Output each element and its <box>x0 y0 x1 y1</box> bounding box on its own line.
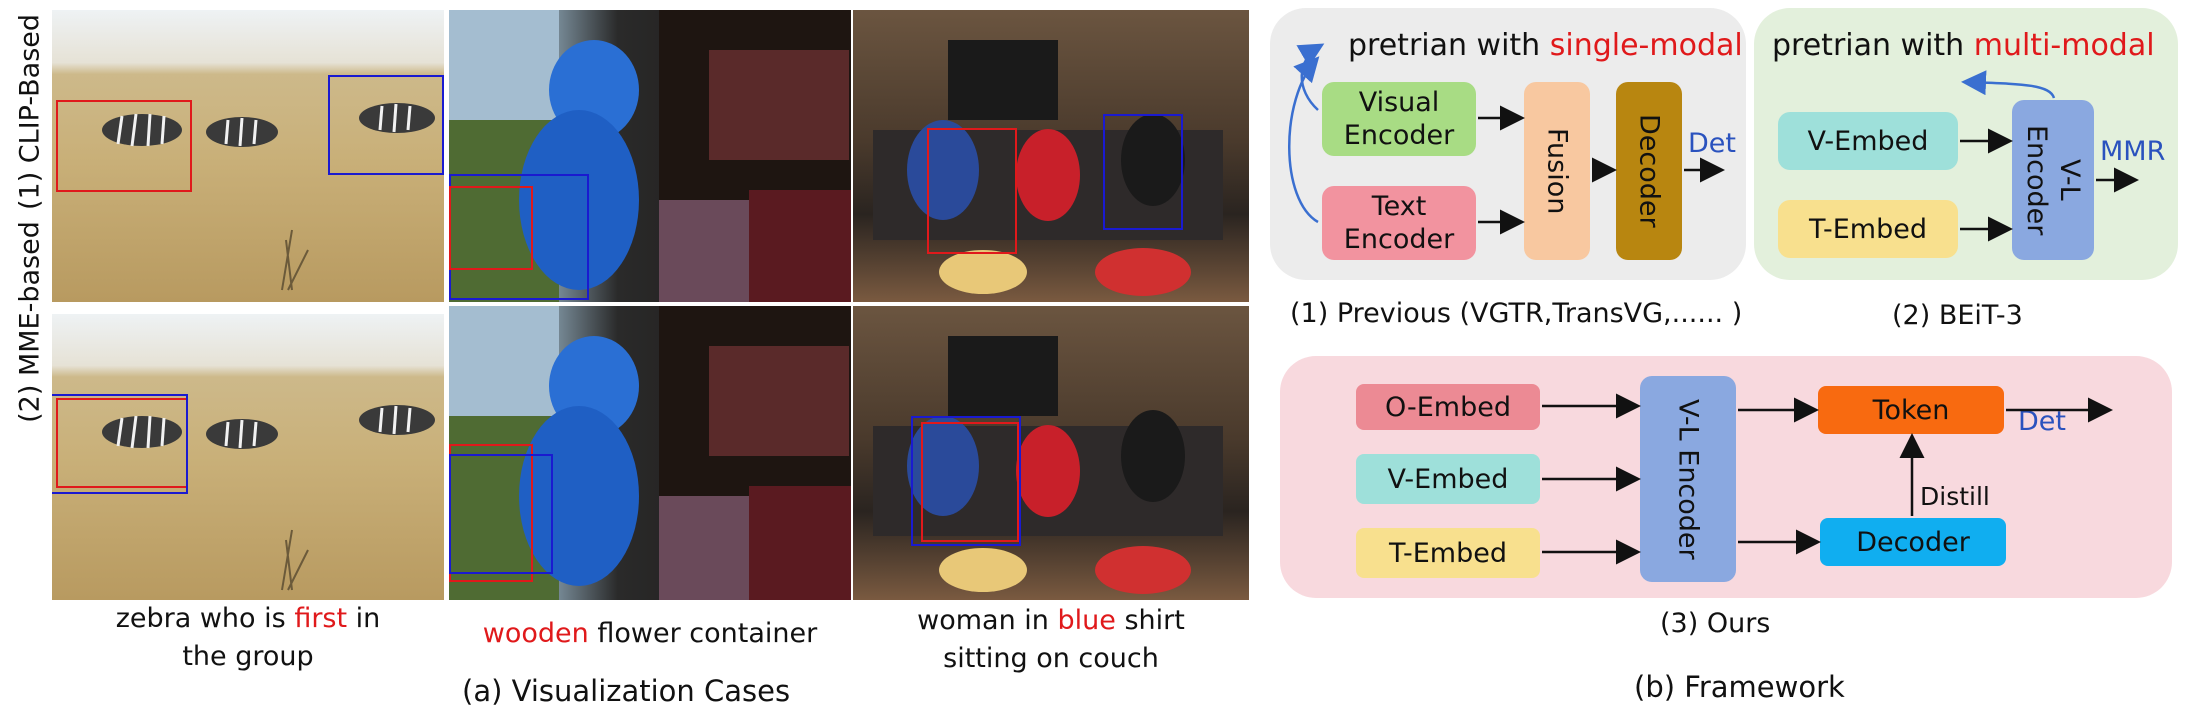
decoder-block: Decoder <box>1616 82 1682 260</box>
bbox-blue <box>52 394 188 494</box>
case-caption-woman: woman in blue shirt sitting on couch <box>917 605 1185 674</box>
bbox-blue <box>449 454 553 574</box>
couch-photo-clip <box>853 10 1249 302</box>
arrow-pretrain-text <box>1288 56 1320 224</box>
zebra-photo-clip <box>52 10 444 302</box>
ours-caption: (3) Ours <box>1660 608 1771 639</box>
teddy-photo-clip <box>449 10 851 302</box>
decoder-block: Decoder <box>1820 518 2006 566</box>
case-caption-wooden: wooden flower container <box>482 618 818 649</box>
bbox-red <box>449 186 533 270</box>
previous-title: pretrian with single-modal <box>1348 28 1743 63</box>
bbox-red <box>927 128 1017 254</box>
t-embed-block: T-Embed <box>1778 200 1958 258</box>
token-block: Token <box>1818 386 2004 434</box>
distill-label: Distill <box>1920 482 1990 511</box>
det-output-label: Det <box>1688 128 1736 159</box>
zebra-scene <box>102 103 435 291</box>
zebra-photo-mme <box>52 314 444 600</box>
arrow-pretrain-multimodal <box>1961 70 2056 99</box>
panel-b-caption: (b) Framework <box>1634 670 1845 704</box>
bbox-blue <box>911 416 1021 546</box>
t-embed-block: T-Embed <box>1356 528 1540 578</box>
couch-scene <box>873 336 1223 594</box>
teddy-scene <box>449 306 851 600</box>
previous-caption: (1) Previous (VGTR,TransVG,...... ) <box>1290 298 1743 329</box>
beit-title: pretrian with multi-modal <box>1772 28 2155 63</box>
mmr-output-label: MMR <box>2100 136 2166 167</box>
text-encoder-block: Text Encoder <box>1322 186 1476 260</box>
bbox-blue <box>1103 114 1183 230</box>
zebra-scene <box>102 405 435 591</box>
couch-photo-mme <box>853 306 1249 600</box>
bbox-blue <box>328 75 444 175</box>
teddy-photo-mme <box>449 306 851 600</box>
teddy-scene <box>449 10 851 302</box>
case-caption-zebra: zebra who is first in the group <box>115 603 381 672</box>
visual-encoder-block: Visual Encoder <box>1322 82 1476 156</box>
bbox-red <box>921 422 1019 542</box>
beit-caption: (2) BEiT-3 <box>1892 300 2023 331</box>
v-embed-block: V-Embed <box>1356 454 1540 504</box>
panel-a-caption: (a) Visualization Cases <box>462 674 791 708</box>
fusion-block: Fusion <box>1524 82 1590 260</box>
vl-encoder-block: V-L Encoder <box>2012 100 2094 260</box>
vl-encoder-block: V-L Encoder <box>1640 376 1736 582</box>
bbox-red <box>56 100 192 192</box>
couch-scene <box>873 40 1223 296</box>
v-embed-block: V-Embed <box>1778 112 1958 170</box>
o-embed-block: O-Embed <box>1356 384 1540 430</box>
